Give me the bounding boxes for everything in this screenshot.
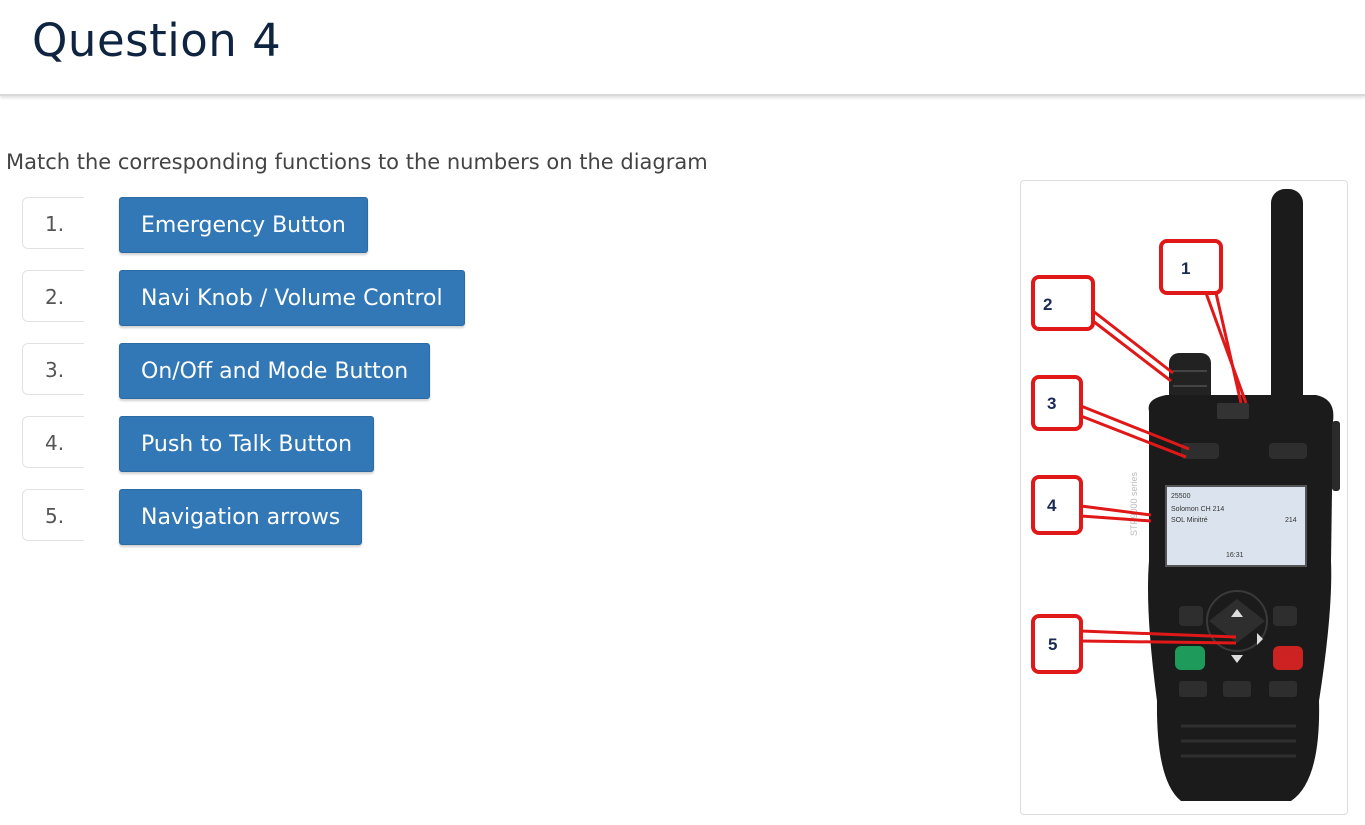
drop-target-3[interactable]: 3. — [22, 343, 84, 395]
callout-1 — [1159, 239, 1223, 295]
side-label: STP9000 series — [1129, 471, 1139, 536]
drop-target-2[interactable]: 2. — [22, 270, 84, 322]
match-row-4: 4. Push to Talk Button — [22, 416, 502, 474]
match-row-5: 5. Navigation arrows — [22, 489, 502, 547]
volume-knob — [1169, 353, 1211, 408]
callout-2 — [1031, 275, 1095, 331]
page-header: Question 4 — [0, 0, 1365, 96]
answer-navi-knob-volume-control[interactable]: Navi Knob / Volume Control — [119, 270, 465, 326]
svg-text:2: 2 — [1043, 295, 1052, 314]
question-instructions: Match the corresponding functions to the… — [6, 150, 708, 174]
answer-push-to-talk-button[interactable]: Push to Talk Button — [119, 416, 375, 472]
drop-target-5[interactable]: 5. — [22, 489, 84, 541]
page-title: Question 4 — [32, 14, 282, 67]
screen-line: 25500 — [1171, 493, 1191, 500]
drop-target-1[interactable]: 1. — [22, 197, 84, 249]
drop-target-4[interactable]: 4. — [22, 416, 84, 468]
antenna — [1271, 189, 1303, 409]
answer-on-off-mode-button[interactable]: On/Off and Mode Button — [119, 343, 431, 399]
callout-3 — [1031, 375, 1083, 431]
row-number: 1. — [45, 212, 65, 236]
answer-emergency-button[interactable]: Emergency Button — [119, 197, 368, 253]
screen-line: 214 — [1285, 517, 1297, 524]
screen-line: SOL Minitré — [1171, 517, 1208, 524]
callout-5 — [1031, 614, 1083, 674]
row-number: 5. — [45, 504, 65, 528]
row-number: 2. — [45, 285, 65, 309]
match-row-3: 3. On/Off and Mode Button — [22, 343, 502, 401]
radio-screen — [1165, 485, 1307, 567]
callout-4 — [1031, 475, 1083, 535]
match-row-2: 2. Navi Knob / Volume Control — [22, 270, 502, 328]
screen-line: 16:31 — [1226, 552, 1244, 559]
svg-text:5: 5 — [1048, 635, 1057, 654]
svg-text:3: 3 — [1047, 394, 1056, 413]
radio-diagram: STP9000 series 25500 Solomon CH 214 SOL … — [1020, 180, 1348, 815]
answer-navigation-arrows[interactable]: Navigation arrows — [119, 489, 363, 545]
match-row-1: 1. Emergency Button — [22, 197, 502, 255]
call-key — [1175, 646, 1205, 670]
nav-arrows — [1209, 599, 1265, 643]
row-number: 3. — [45, 358, 65, 382]
end-key — [1273, 646, 1303, 670]
svg-text:4: 4 — [1047, 496, 1057, 515]
row-number: 4. — [45, 431, 65, 455]
screen-line: Solomon CH 214 — [1171, 506, 1224, 513]
svg-text:1: 1 — [1181, 259, 1190, 278]
